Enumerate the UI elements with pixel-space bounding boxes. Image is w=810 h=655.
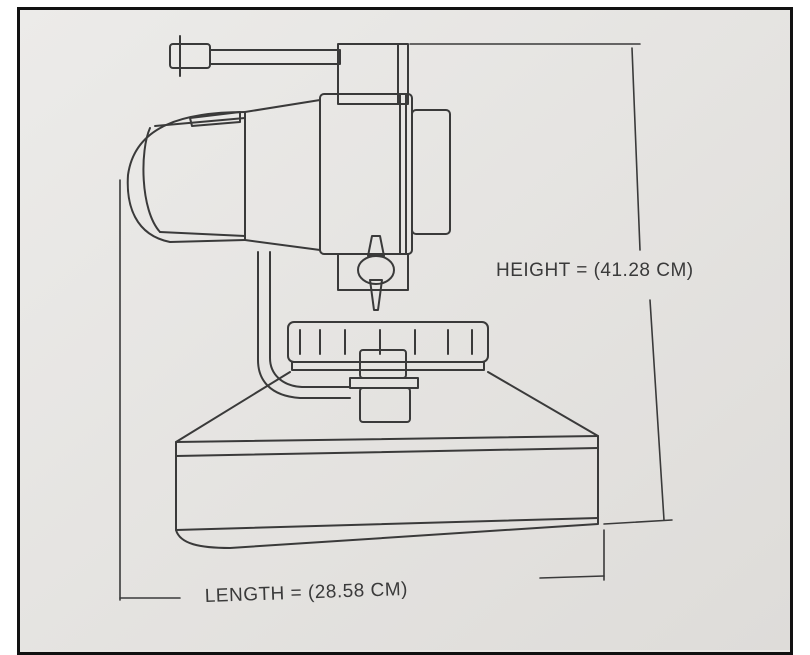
height-label: HEIGHT = (41.28 CM) (496, 260, 694, 281)
motor-housing (126, 93, 451, 255)
valve-knob (337, 235, 409, 311)
tank-cap (287, 321, 489, 423)
dimension-lines (119, 43, 673, 601)
tank-body (175, 371, 599, 549)
